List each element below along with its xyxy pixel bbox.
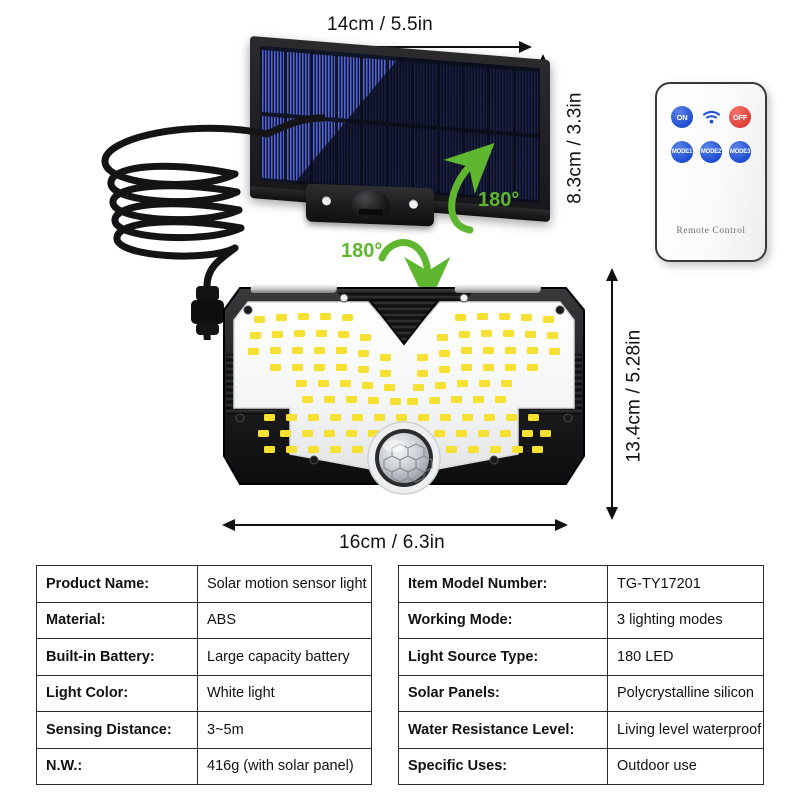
spec-value: 416g (with solar panel) — [197, 747, 372, 785]
spec-value: 180 LED — [607, 638, 764, 676]
table-row: Product Name:Solar motion sensor light — [36, 565, 372, 603]
wifi-icon-glyph — [702, 110, 720, 123]
lamp-width-arrowhead-left — [222, 519, 235, 531]
table-row: Light Color:White light — [36, 674, 372, 712]
spec-value: TG-TY17201 — [607, 565, 764, 603]
bracket-screw-hole-right — [409, 199, 418, 209]
spec-key: Material: — [36, 601, 198, 639]
table-row: Sensing Distance:3~5m — [36, 711, 372, 749]
spec-value: White light — [197, 674, 372, 712]
remote-control[interactable]: ON OFF MODE1 MODE2 MODE3 Remote Control — [655, 82, 767, 262]
mode1-button[interactable]: MODE1 — [671, 141, 693, 163]
lamp-height-arrow-line — [611, 280, 613, 508]
spec-value: Outdoor use — [607, 747, 764, 785]
panel-rotation-arrow — [443, 142, 495, 234]
spec-key: Sensing Distance: — [36, 711, 198, 749]
spec-key: N.W.: — [36, 747, 198, 785]
spec-value: Solar motion sensor light — [197, 565, 372, 603]
power-cable — [101, 114, 325, 340]
led-lamp-head — [223, 284, 585, 495]
lamp-width-arrow-line — [234, 524, 556, 526]
table-row: Water Resistance Level:Living level wate… — [398, 711, 764, 749]
spec-value: 3~5m — [197, 711, 372, 749]
off-button[interactable]: OFF — [729, 106, 751, 128]
pir-motion-sensor — [367, 421, 441, 495]
table-row: Item Model Number:TG-TY17201 — [398, 565, 764, 603]
on-button[interactable]: ON — [671, 106, 693, 128]
spec-key: Light Source Type: — [398, 638, 608, 676]
table-row: N.W.:416g (with solar panel) — [36, 747, 372, 785]
spec-key: Solar Panels: — [398, 674, 608, 712]
panel-rotation-label: 180° — [478, 189, 520, 211]
spec-value: Polycrystalline silicon — [607, 674, 764, 712]
lamp-width-label: 16cm / 6.3in — [339, 532, 445, 553]
panel-width-label: 14cm / 5.5in — [327, 14, 433, 35]
lamp-rotation-arrow — [378, 239, 451, 306]
mode3-button[interactable]: MODE3 — [729, 141, 751, 163]
table-row: Working Mode:3 lighting modes — [398, 601, 764, 639]
spec-key: Item Model Number: — [398, 565, 608, 603]
lamp-width-arrowhead-right — [555, 519, 568, 531]
remote-caption: Remote Control — [676, 226, 746, 236]
bracket-ball-joint — [352, 189, 390, 221]
spec-key: Water Resistance Level: — [398, 711, 608, 749]
spec-key: Built-in Battery: — [36, 638, 198, 676]
panel-height-label: 8.3cm / 3.3in — [564, 92, 586, 204]
lamp-rotation-label: 180° — [341, 240, 383, 262]
table-row: Specific Uses:Outdoor use — [398, 747, 764, 785]
spec-key: Working Mode: — [398, 601, 608, 639]
spec-value: Large capacity battery — [197, 638, 372, 676]
mode2-button[interactable]: MODE2 — [700, 141, 722, 163]
spec-key: Specific Uses: — [398, 747, 608, 785]
spec-value: ABS — [197, 601, 372, 639]
table-row: Solar Panels:Polycrystalline silicon — [398, 674, 764, 712]
lamp-height-label: 13.4cm / 5.28in — [623, 329, 645, 463]
spec-key: Light Color: — [36, 674, 198, 712]
table-row: Built-in Battery:Large capacity battery — [36, 638, 372, 676]
spec-key: Product Name: — [36, 565, 198, 603]
lamp-height-arrowhead-top — [606, 268, 618, 281]
spec-value: 3 lighting modes — [607, 601, 764, 639]
table-row: Material:ABS — [36, 601, 372, 639]
lamp-height-arrowhead-bottom — [606, 507, 618, 520]
table-row: Light Source Type:180 LED — [398, 638, 764, 676]
wifi-icon — [700, 106, 722, 128]
spec-value: Living level waterproof — [607, 711, 764, 749]
